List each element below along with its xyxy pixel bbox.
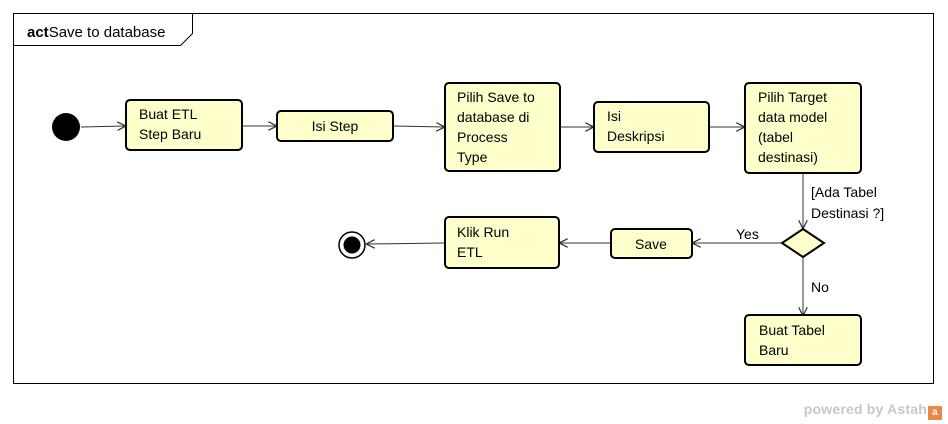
action-label-line: destinasi) [758, 149, 818, 165]
svg-text:Buat ETL Step Baru: Buat ETL Step Baru [139, 106, 201, 142]
flow-klik-run-to-final [367, 243, 445, 244]
watermark-text: powered by Astah [803, 401, 927, 417]
frame-name: Save to database [49, 24, 166, 41]
initial-node [52, 113, 80, 141]
svg-text:Save: Save [635, 236, 667, 252]
action-label-line: data model [758, 109, 827, 125]
action-label-line: Buat ETL [139, 106, 198, 122]
action-label-line: Isi [607, 108, 621, 124]
astah-logo-icon: a [928, 406, 942, 420]
action-label-line: ETL [457, 244, 483, 260]
action-label-line: Type [457, 149, 488, 165]
action-label-line: Save [635, 236, 667, 252]
svg-text:Isi Step: Isi Step [312, 118, 359, 134]
svg-text:Pilih Target data model: Pilih Target data model (tabel destinasi… [758, 89, 831, 165]
flow-isi-step-to-pilih-save [393, 126, 444, 127]
control-flows [80, 126, 803, 315]
svg-text:Pilih Save to database d: Pilih Save to database di Process Type [457, 89, 539, 165]
action-label-line: Pilih Target [758, 89, 827, 105]
action-label-line: (tabel [758, 129, 793, 145]
action-label-line: Klik Run [457, 224, 509, 240]
action-buat-etl[interactable]: Buat ETL Step Baru [125, 99, 243, 151]
decision-guard: [Ada Tabel Destinasi ?] [811, 184, 884, 221]
svg-text:Klik Run ETL: Klik Run ETL [457, 224, 513, 260]
action-klik-run[interactable]: Klik Run ETL [444, 216, 560, 269]
action-label-line: Isi Step [312, 118, 359, 134]
frame-tab [13, 13, 193, 46]
action-label-line: Deskripsi [607, 128, 665, 144]
flow-initial-to-buat-etl [80, 126, 125, 127]
decision-node [780, 227, 826, 259]
action-label-line: Baru [759, 342, 789, 358]
action-label-line: Step Baru [139, 126, 201, 142]
guard-line: [Ada Tabel [811, 184, 877, 200]
svg-text:Buat Tabel Baru: Buat Tabel Baru [759, 322, 829, 358]
frame-title: actSave to database [27, 24, 165, 41]
action-label-line: Pilih Save to [457, 89, 535, 105]
action-pilih-target[interactable]: Pilih Target data model (tabel destinasi… [744, 82, 862, 174]
action-label-line: database di [457, 109, 529, 125]
guard-line: Destinasi ?] [811, 205, 884, 221]
action-buat-tabel[interactable]: Buat Tabel Baru [744, 314, 862, 366]
frame-keyword: act [27, 24, 49, 41]
action-isi-deskripsi[interactable]: Isi Deskripsi [593, 101, 710, 153]
guard-no: No [811, 279, 829, 295]
final-node [338, 231, 366, 259]
svg-text:Isi Deskripsi: Isi Deskripsi [607, 108, 665, 144]
action-label-line: Buat Tabel [759, 322, 825, 338]
guard-yes: Yes [736, 226, 759, 242]
action-isi-step[interactable]: Isi Step [276, 110, 394, 142]
action-label-line: Process [457, 129, 508, 145]
action-pilih-save[interactable]: Pilih Save to database di Process Type [444, 82, 561, 172]
action-save[interactable]: Save [610, 228, 693, 259]
